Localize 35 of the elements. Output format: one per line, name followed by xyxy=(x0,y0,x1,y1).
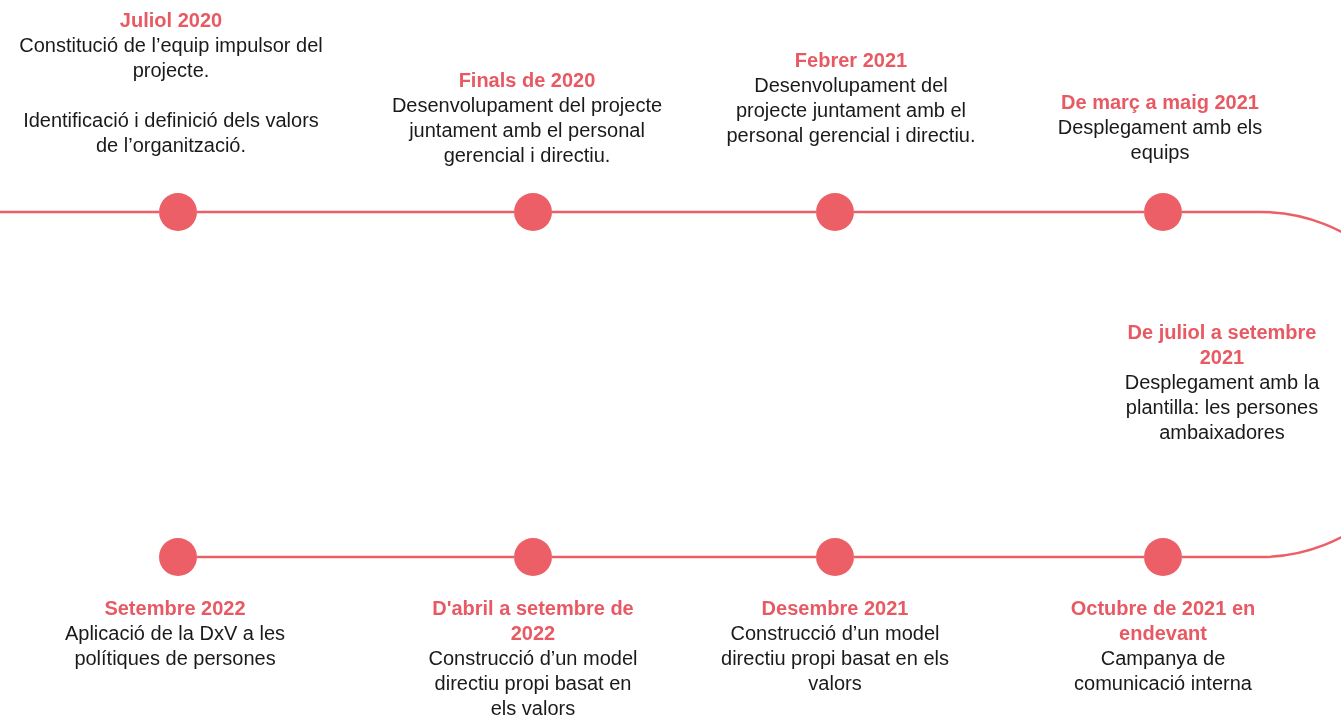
timeline-dot xyxy=(159,193,197,231)
milestone-date: D'abril a setembre de 2022 xyxy=(431,596,635,646)
timeline-line xyxy=(854,555,1144,559)
timeline-line xyxy=(1182,210,1341,559)
milestone-description: Campanya de comunicació interna xyxy=(1073,646,1253,696)
timeline-line xyxy=(552,210,816,214)
milestone-description: Construcció d’un model directiu propi basat en els valors xyxy=(720,621,950,696)
milestone-description: Desplegament amb la plantilla: les persones ambaixadores xyxy=(1123,370,1321,445)
milestone-description: Aplicació de la DxV a les polítiques de persones xyxy=(63,621,287,671)
milestone-date: De març a maig 2021 xyxy=(1060,90,1260,115)
timeline-dot xyxy=(816,538,854,576)
timeline-dot xyxy=(816,193,854,231)
timeline-line xyxy=(552,555,816,559)
milestone-date: Desembre 2021 xyxy=(760,596,910,621)
milestone-date: Finals de 2020 xyxy=(457,68,597,93)
milestone-date: Febrer 2021 xyxy=(793,48,909,73)
timeline-dot xyxy=(514,193,552,231)
timeline-line xyxy=(197,555,514,559)
milestone-description: Construcció d’un model directiu propi basat en els valors xyxy=(427,646,639,721)
milestone-description: Desenvolupament del projecte juntament amb el personal gerencial i directiu. xyxy=(390,93,664,168)
timeline-dot xyxy=(159,538,197,576)
milestone-date: Octubre de 2021 en endevant xyxy=(1069,596,1257,646)
timeline-line xyxy=(0,210,159,214)
timeline-dot xyxy=(1144,538,1182,576)
milestone-description: Desenvolupament del projecte juntament amb el personal gerencial i directiu. xyxy=(725,73,977,148)
milestone-date: De juliol a setembre 2021 xyxy=(1126,320,1318,370)
milestone-description: Desplegament amb els equips xyxy=(1056,115,1264,165)
milestone-date: Juliol 2020 xyxy=(118,8,224,33)
timeline-line xyxy=(854,210,1144,214)
timeline-dot xyxy=(1144,193,1182,231)
milestone-description: Identificació i definició dels valors de l’organització. xyxy=(22,108,320,158)
milestone-description: Constitució de l’equip impulsor del projecte. xyxy=(18,33,324,83)
milestone-date: Setembre 2022 xyxy=(103,596,247,621)
timeline-line xyxy=(197,210,514,214)
timeline-dot xyxy=(514,538,552,576)
